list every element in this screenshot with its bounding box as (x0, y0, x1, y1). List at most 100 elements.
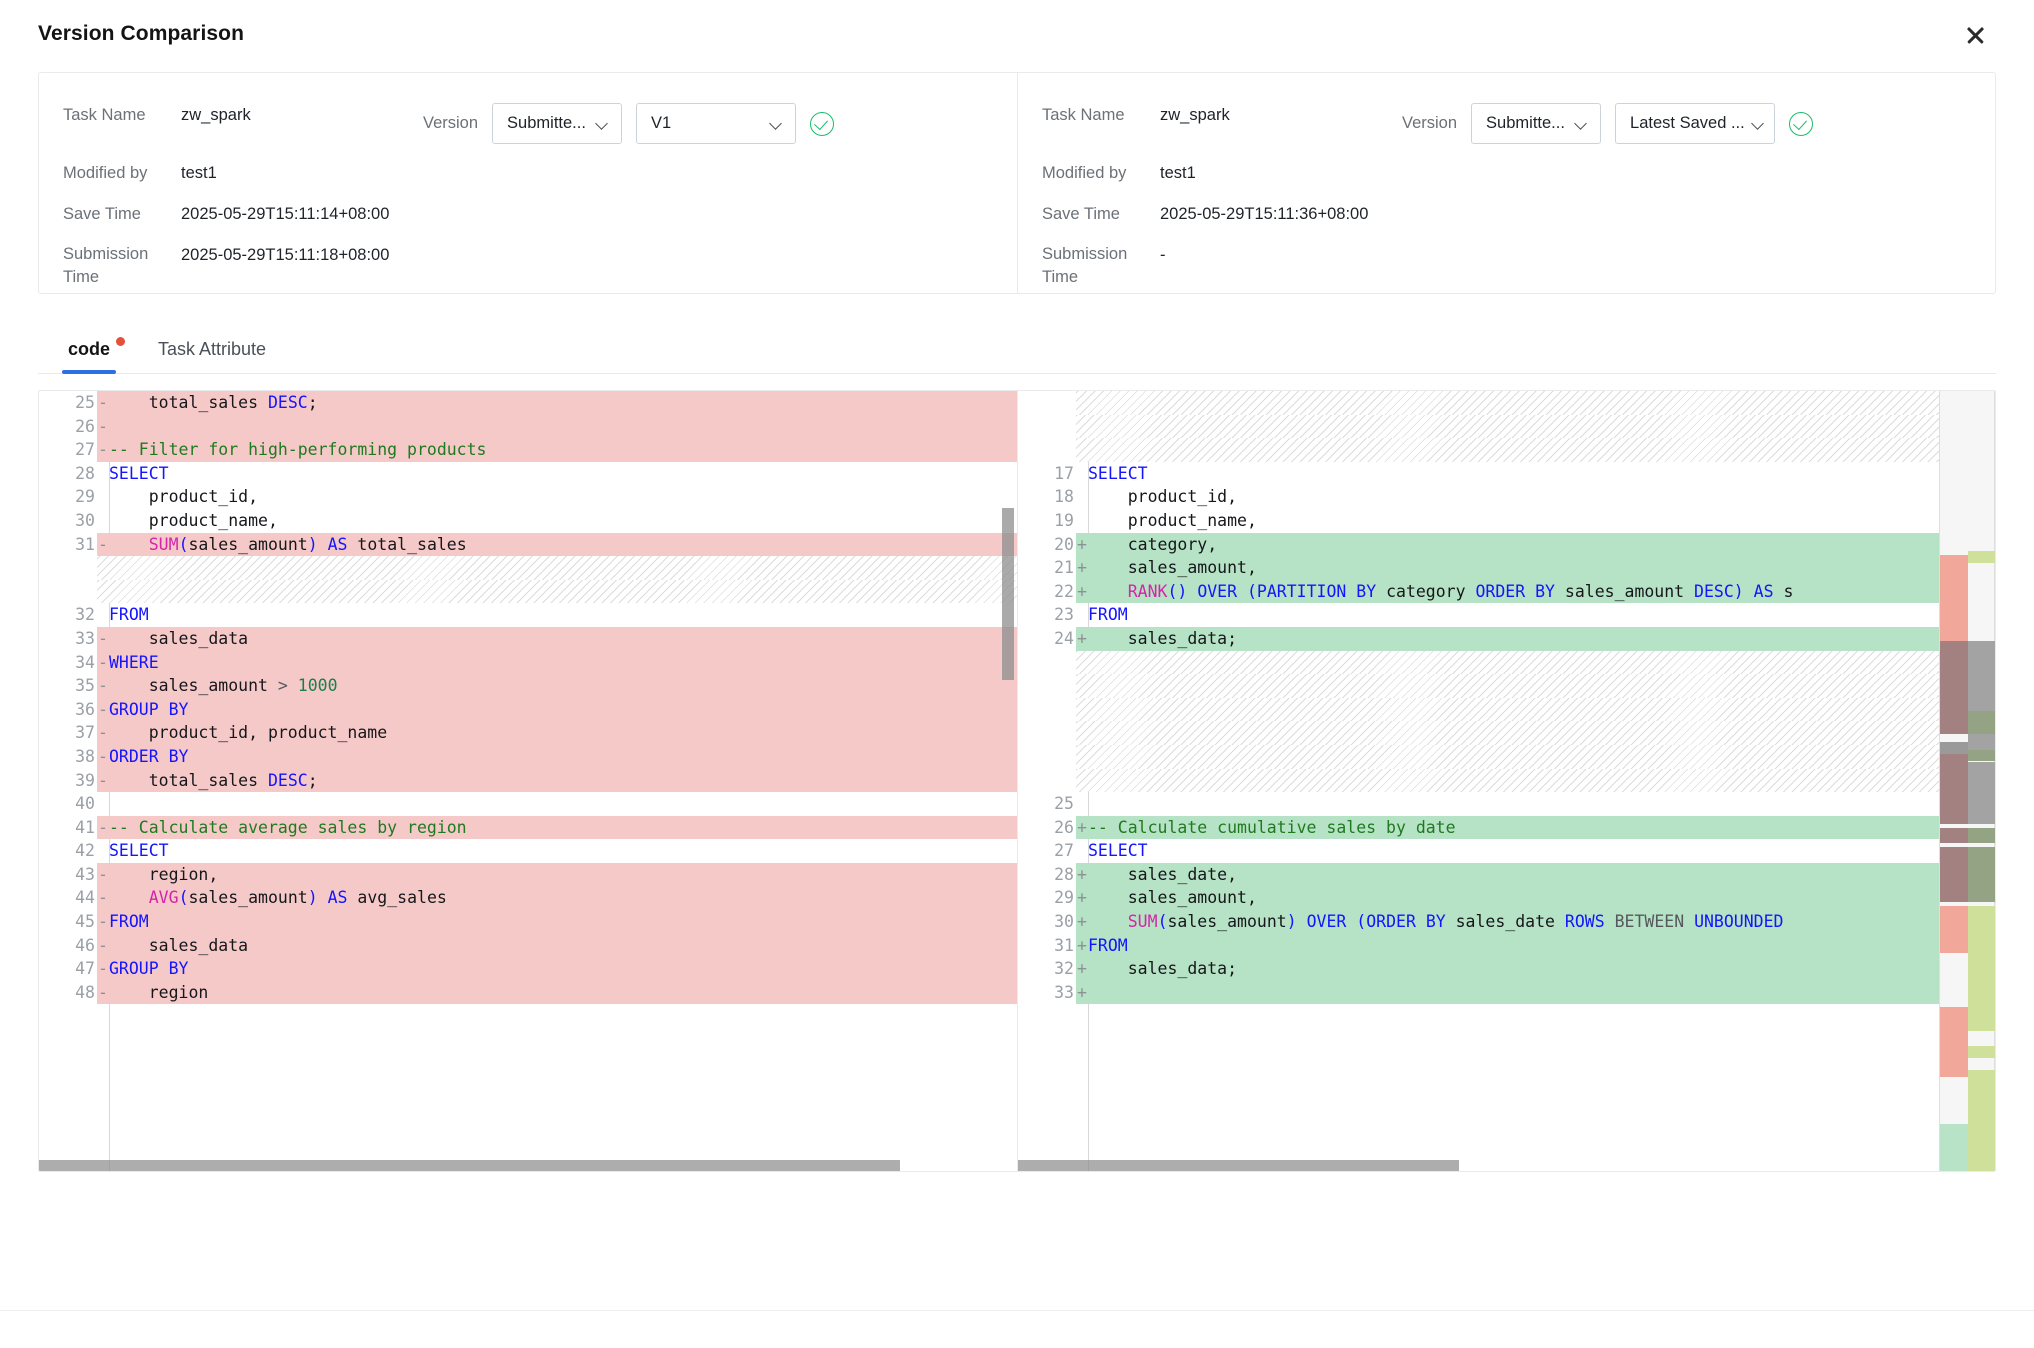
diff-sign (1076, 603, 1088, 627)
chevron-down-icon (1753, 118, 1765, 130)
diff-sign: + (1076, 816, 1088, 840)
horizontal-scrollbar-left[interactable] (39, 1160, 1017, 1171)
code-text: total_sales DESC; (109, 391, 1017, 415)
code-line: 27--- Filter for high-performing product… (39, 438, 1017, 462)
code-line: 28SELECT (39, 462, 1017, 486)
diff-sign: - (97, 745, 109, 769)
line-number: 26 (1018, 816, 1076, 840)
code-text (109, 580, 1017, 604)
right-modified-by-label: Modified by (1042, 161, 1160, 185)
diff-sign: - (97, 957, 109, 981)
code-text (1088, 769, 1995, 793)
code-line: 47-GROUP BY (39, 957, 1017, 981)
code-text: SUM(sales_amount) AS total_sales (109, 533, 1017, 557)
line-number: 30 (1018, 910, 1076, 934)
diff-sign: + (1076, 957, 1088, 981)
line-number: 41 (39, 816, 97, 840)
right-version-select[interactable]: Latest Saved ... (1615, 103, 1775, 144)
chevron-down-icon (1576, 118, 1588, 130)
ruler-diff-mark (1968, 641, 1995, 711)
line-number (1018, 769, 1076, 793)
diff-sign (97, 839, 109, 863)
code-line: 22+ RANK() OVER (PARTITION BY category O… (1018, 580, 1995, 604)
code-line (1018, 415, 1995, 439)
code-line: 31+FROM (1018, 934, 1995, 958)
left-save-time-row: Save Time 2025-05-29T15:11:14+08:00 (63, 202, 1017, 226)
diff-sign (1076, 651, 1088, 675)
tab-task-attribute[interactable]: Task Attribute (152, 339, 272, 373)
code-line (1018, 745, 1995, 769)
scrollbar-thumb[interactable] (39, 1160, 900, 1171)
code-text: AVG(sales_amount) AS avg_sales (109, 886, 1017, 910)
right-version-info: Task Name zw_spark Version Submitte... L… (1017, 73, 1995, 293)
line-number: 37 (39, 721, 97, 745)
code-line: 30+ SUM(sales_amount) OVER (ORDER BY sal… (1018, 910, 1995, 934)
diff-pane-right[interactable]: 17SELECT18 product_id,19 product_name,20… (1017, 391, 1995, 1171)
line-number: 33 (39, 627, 97, 651)
version-info-card: Task Name zw_spark Version Submitte... V… (38, 72, 1996, 294)
code-text: category, (1088, 533, 1995, 557)
line-number: 23 (1018, 603, 1076, 627)
right-version-value: Latest Saved ... (1630, 114, 1745, 133)
tab-unread-dot-icon (116, 337, 125, 346)
code-line: 32+ sales_data; (1018, 957, 1995, 981)
scrollbar-thumb[interactable] (1018, 1160, 1459, 1171)
line-number (1018, 415, 1076, 439)
right-version-type-select[interactable]: Submitte... (1471, 103, 1601, 144)
line-number: 30 (39, 509, 97, 533)
line-number: 29 (39, 485, 97, 509)
horizontal-scrollbar-right[interactable] (1018, 1160, 1937, 1171)
left-version-controls: Version Submitte... V1 (423, 103, 834, 144)
left-version-type-value: Submitte... (507, 114, 586, 133)
line-number (39, 580, 97, 604)
diff-sign: - (97, 863, 109, 887)
code-line: 24+ sales_data; (1018, 627, 1995, 651)
code-text: product_name, (1088, 509, 1995, 533)
diff-sign: - (97, 533, 109, 557)
code-line: 17SELECT (1018, 462, 1995, 486)
code-text (1088, 698, 1995, 722)
code-text: sales_data; (1088, 627, 1995, 651)
left-version-select[interactable]: V1 (636, 103, 796, 144)
diff-sign (1076, 792, 1088, 816)
line-number: 43 (39, 863, 97, 887)
right-version-label: Version (1402, 114, 1457, 133)
ruler-diff-mark (1940, 828, 1968, 844)
code-line: 35- sales_amount > 1000 (39, 674, 1017, 698)
diff-overview-ruler[interactable] (1939, 391, 1995, 1171)
diff-sign: - (97, 910, 109, 934)
vertical-scrollbar-left[interactable] (1002, 391, 1014, 1171)
code-text: GROUP BY (109, 698, 1017, 722)
line-number (1018, 651, 1076, 675)
ruler-diff-mark (1968, 847, 1995, 902)
code-text (1088, 981, 1995, 1005)
code-line: 20+ category, (1018, 533, 1995, 557)
tab-code[interactable]: code (62, 339, 116, 373)
right-save-time-row: Save Time 2025-05-29T15:11:36+08:00 (1042, 202, 1995, 226)
dialog-header: Version Comparison (38, 0, 1996, 62)
code-line (39, 580, 1017, 604)
close-icon[interactable] (1958, 18, 1992, 52)
scrollbar-thumb[interactable] (1002, 508, 1014, 680)
check-circle-icon (810, 112, 834, 136)
ruler-diff-mark (1968, 906, 1995, 1031)
diff-pane-left[interactable]: 25- total_sales DESC;26-27--- Filter for… (39, 391, 1017, 1171)
diff-sign (1076, 698, 1088, 722)
ruler-diff-mark (1940, 906, 1968, 953)
diff-sign (1076, 509, 1088, 533)
code-lines-left: 25- total_sales DESC;26-27--- Filter for… (39, 391, 1017, 1004)
diff-sign: + (1076, 910, 1088, 934)
line-number: 26 (39, 415, 97, 439)
code-line (1018, 698, 1995, 722)
diff-sign (1076, 438, 1088, 462)
line-number: 28 (39, 462, 97, 486)
left-version-type-select[interactable]: Submitte... (492, 103, 622, 144)
code-line (1018, 769, 1995, 793)
line-number (39, 556, 97, 580)
line-number: 29 (1018, 886, 1076, 910)
diff-sign (97, 485, 109, 509)
code-text: FROM (1088, 603, 1995, 627)
diff-sign (1076, 674, 1088, 698)
ruler-diff-mark (1968, 734, 1995, 750)
line-number (1018, 698, 1076, 722)
